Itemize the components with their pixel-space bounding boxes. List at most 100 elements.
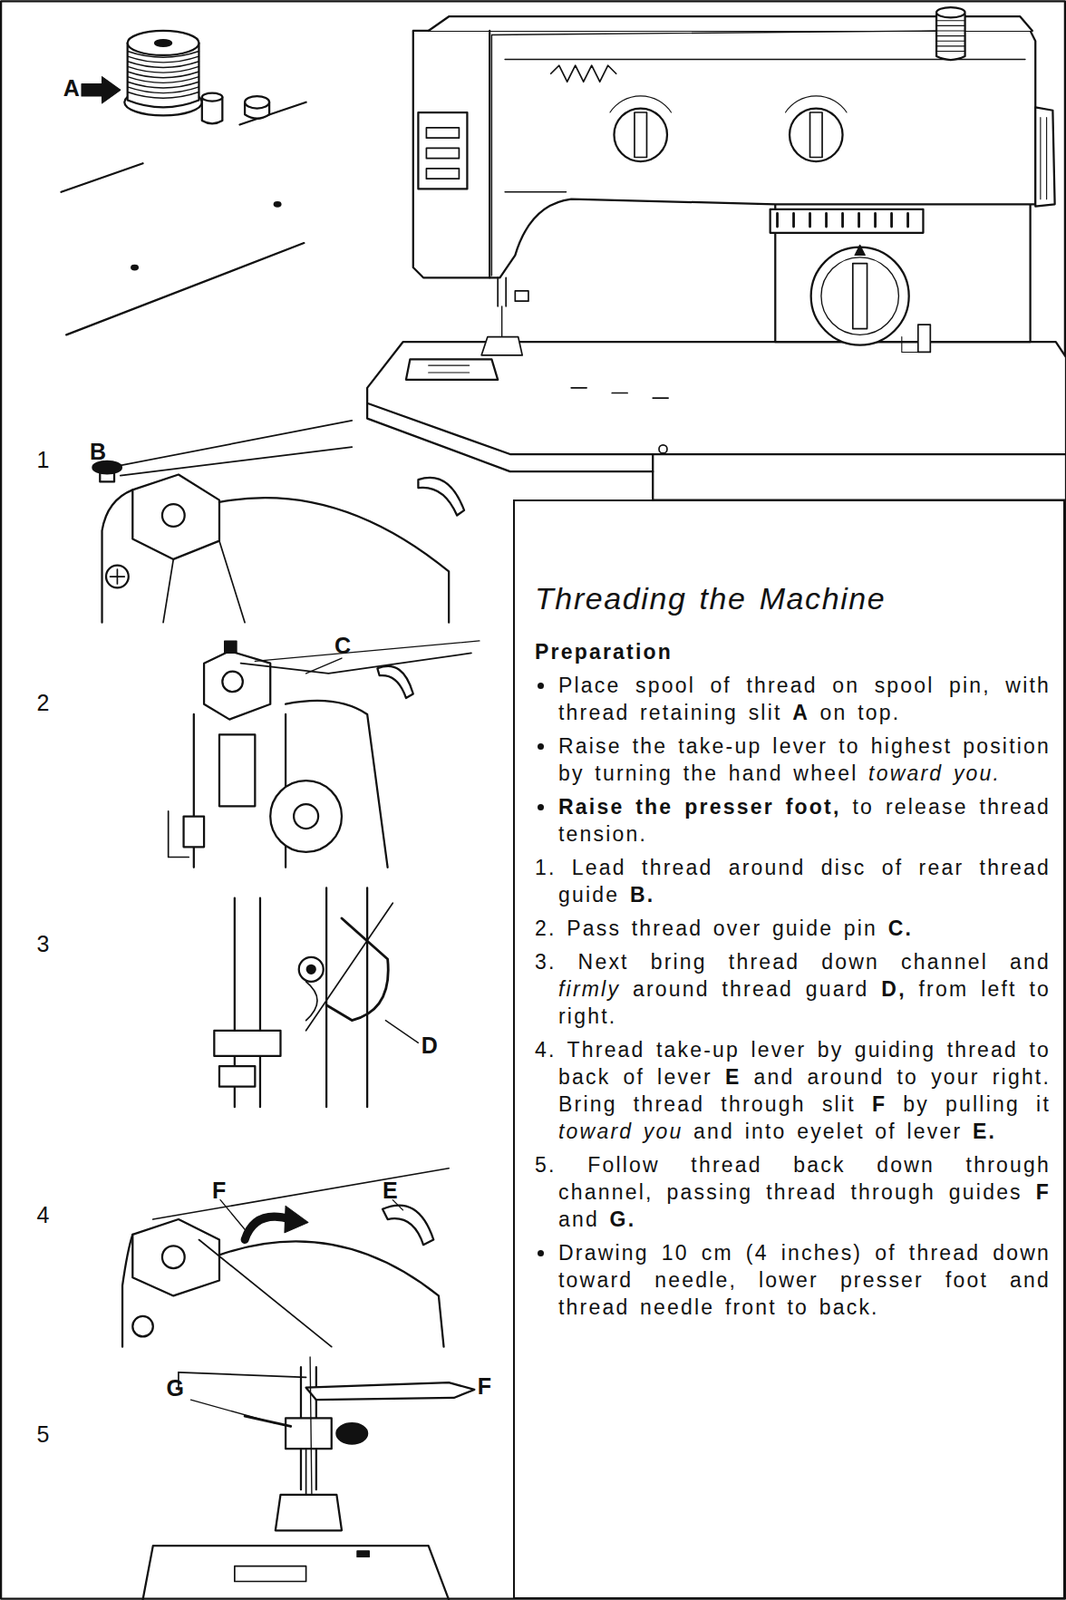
text-run: thread (909, 1240, 980, 1265)
text-run (717, 761, 729, 785)
screw (132, 1316, 154, 1338)
text-run (617, 1092, 634, 1116)
hand-wheel-grip (1040, 117, 1047, 200)
text-run: you (643, 1119, 684, 1144)
text-run: the (683, 761, 719, 785)
text-run: (4 (746, 1240, 769, 1265)
presser-foot (481, 337, 523, 356)
presser-foot (275, 1494, 342, 1531)
text-run: to (838, 734, 861, 758)
bullet-dot (537, 1250, 544, 1257)
step-item: 4. Thread take-up lever by guiding threa… (534, 1036, 1051, 1145)
window-panel (417, 112, 467, 189)
text-panel: Threading the MachinePreparationPlace sp… (513, 499, 1066, 1599)
text-run: bring (650, 949, 708, 974)
text-run (843, 1037, 854, 1062)
text-run (707, 949, 729, 974)
text-run: of (881, 855, 904, 880)
text-run (712, 855, 728, 880)
callout-letter: C (334, 632, 351, 659)
spool-winding (127, 61, 200, 68)
top-spool-cap (936, 7, 966, 18)
text-run (877, 916, 889, 941)
text-run: A (792, 700, 810, 725)
text-run: by (558, 761, 585, 785)
text-run (873, 794, 886, 819)
text-run: by (817, 1037, 844, 1062)
screw (106, 565, 129, 589)
direction-arrowhead (284, 1205, 309, 1232)
text-run (783, 761, 795, 785)
text-run: take-up (678, 734, 762, 758)
text-run (672, 761, 684, 785)
text-run (857, 761, 869, 785)
dial-scale (785, 96, 848, 113)
text-run: foot (945, 1268, 989, 1292)
text-run: Bring (558, 1092, 618, 1116)
text-run (951, 734, 963, 758)
feed-dog (428, 365, 470, 373)
text-run: left (980, 977, 1017, 1001)
text-run (866, 855, 882, 880)
text-run: through (966, 1153, 1051, 1177)
text-run: guard (805, 977, 870, 1001)
text-run: presser (684, 794, 775, 819)
text-run: of (709, 673, 732, 698)
callout-letter: D (421, 1032, 438, 1058)
text-run: Drawing (558, 1240, 650, 1265)
callout-letter: F (477, 1373, 492, 1399)
text-run (649, 1240, 662, 1265)
bullet-item: Place spool of thread on spool pin, with… (534, 671, 1051, 727)
text-run (714, 1295, 726, 1319)
text-run: thread (631, 916, 703, 941)
bullet-dot (537, 682, 544, 689)
text-run: inches) (781, 1240, 863, 1265)
text-run: thread (722, 977, 794, 1001)
casting-edge (102, 489, 134, 622)
thread-line (306, 902, 394, 1031)
text-run: and (754, 1065, 795, 1089)
callout-number: 2 (37, 689, 50, 716)
text-run (869, 977, 882, 1001)
casting-edge (219, 497, 449, 623)
text-run (942, 761, 954, 785)
text-run (864, 1119, 876, 1144)
text-run: lever (750, 1037, 806, 1062)
spool-pin-top (202, 93, 223, 102)
text-run: the (635, 794, 673, 819)
text-run: disc (821, 855, 867, 880)
text-run: down (992, 1240, 1051, 1265)
text-run (923, 1268, 946, 1292)
window-slot (426, 127, 459, 179)
text-run (918, 1065, 931, 1089)
text-run: and (1009, 949, 1051, 974)
text-run (667, 734, 679, 758)
text-run: 2. (534, 916, 557, 941)
spool-winding (127, 81, 200, 88)
needle-bar (497, 277, 506, 307)
spool-winding (127, 87, 200, 94)
text-run: G. (610, 1207, 637, 1231)
text-run: 10 (661, 1240, 689, 1265)
text-run: to (852, 794, 874, 819)
callout-letter: B (89, 438, 107, 465)
text-run: thread (947, 1037, 1018, 1062)
guide-hole (222, 671, 243, 693)
text-run: it (1036, 1092, 1051, 1116)
clamp-screw (336, 1423, 368, 1444)
text-run (988, 1268, 1010, 1292)
guide-hole (162, 503, 185, 527)
text-run: guide (772, 916, 834, 941)
stitch-icon (873, 213, 877, 227)
text-run: by (902, 1092, 930, 1116)
stitch-icon (841, 213, 844, 227)
text-run: guiding (854, 1037, 937, 1062)
text-run (733, 1240, 747, 1265)
text-run (556, 1037, 568, 1062)
text-run (817, 673, 833, 698)
text-run: lever (772, 734, 828, 758)
text-run: E (725, 1065, 742, 1089)
callout-letter: G (165, 1375, 184, 1401)
text-run: right. (558, 1004, 617, 1028)
